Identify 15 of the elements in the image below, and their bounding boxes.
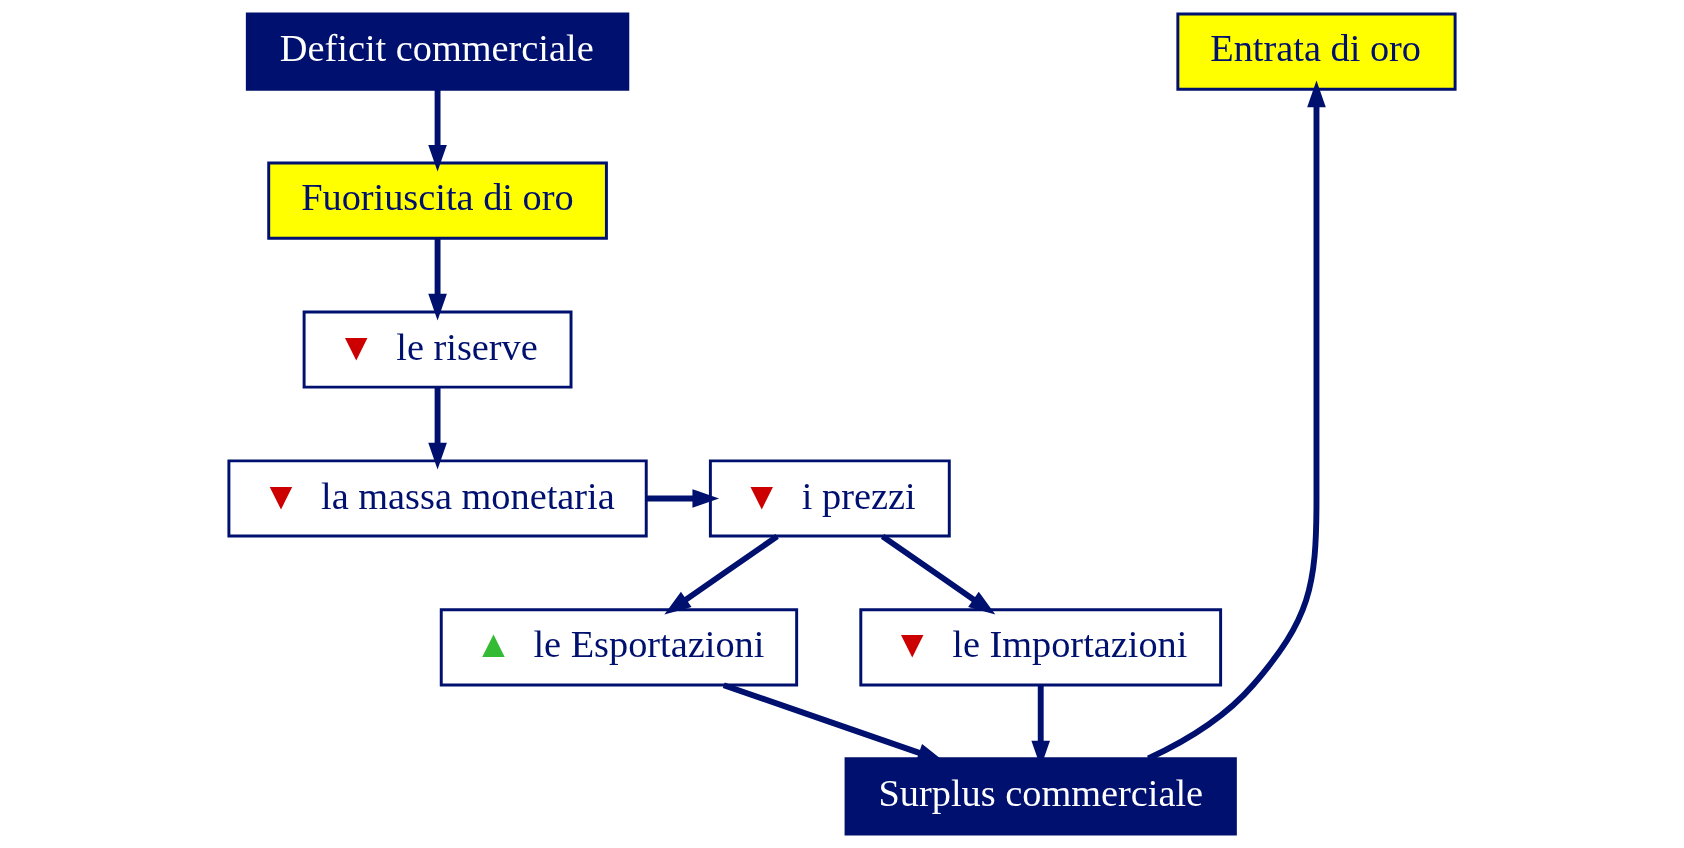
arrow bbox=[646, 489, 720, 508]
node-box: ▼ le Importazioni bbox=[859, 608, 1223, 687]
arrow bbox=[880, 534, 996, 615]
node-box: Fuoriuscita di oro bbox=[267, 161, 608, 240]
node-box: Deficit commerciale bbox=[245, 12, 630, 91]
arrow bbox=[428, 238, 447, 321]
node-box: ▲ le Esportazioni bbox=[439, 608, 799, 687]
arrow bbox=[664, 534, 779, 615]
node-box: Entrata di oro bbox=[1176, 12, 1457, 91]
node-box: ▼ le riserve bbox=[302, 310, 573, 389]
node-box: ▼ i prezzi bbox=[708, 459, 951, 538]
node-box: ▼ la massa monetaria bbox=[227, 459, 648, 538]
arrow bbox=[428, 89, 447, 172]
node-box: Surplus commerciale bbox=[844, 757, 1237, 836]
arrow bbox=[428, 387, 447, 470]
